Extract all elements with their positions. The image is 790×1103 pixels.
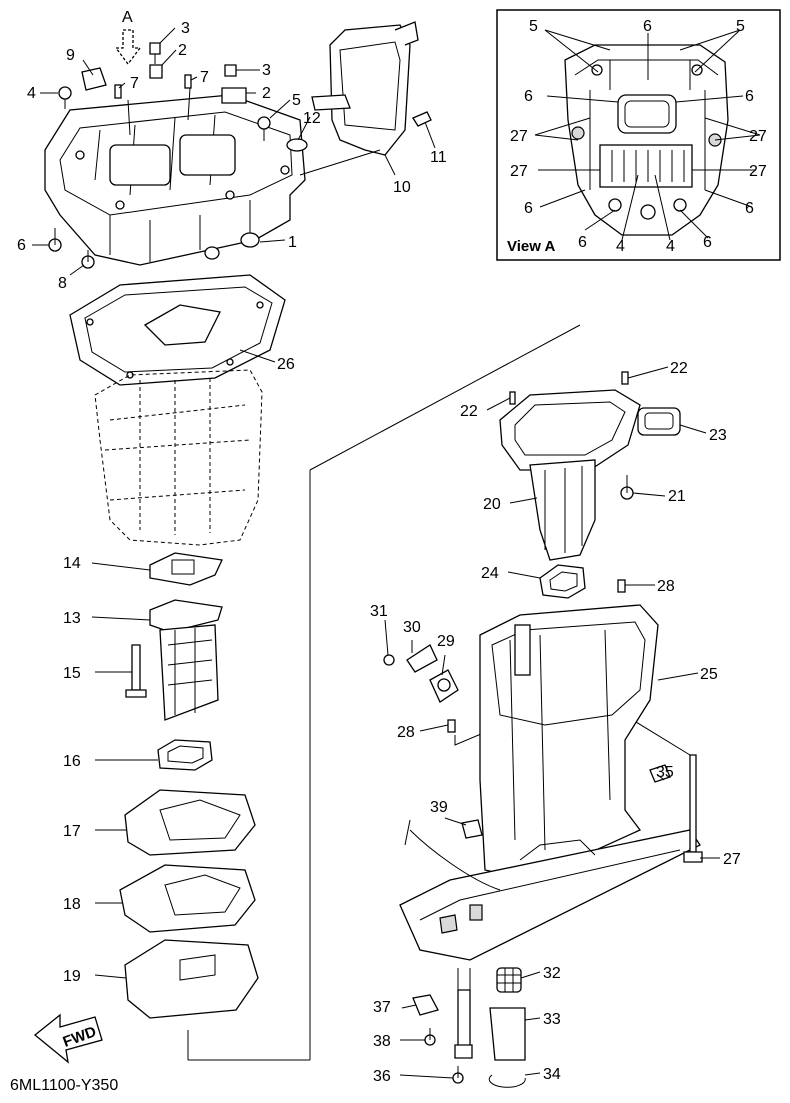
callout-view-27-lower-left: 27 [510, 163, 528, 180]
callout-labels: 1 2 2 3 3 4 5 6 7 7 8 9 10 11 12 13 14 1… [17, 20, 741, 1085]
callout-2-lower: 2 [262, 85, 271, 102]
callout-view-6-mid-right: 6 [745, 88, 754, 105]
callout-7-right: 7 [200, 69, 209, 86]
callout-39: 39 [430, 799, 448, 816]
callout-view-6-bottom-inner-right: 6 [703, 234, 712, 251]
fwd-arrow: FWD [33, 1013, 103, 1064]
callout-13: 13 [63, 610, 81, 627]
lower-casing-25 [399, 604, 701, 961]
diagram-code: 6ML1100-Y350 [10, 1077, 118, 1094]
callout-10: 10 [393, 179, 411, 196]
callout-26: 26 [277, 356, 295, 373]
callout-16: 16 [63, 753, 81, 770]
seal-24 [539, 564, 586, 599]
callout-11: 11 [430, 149, 447, 166]
gasket-18 [119, 864, 256, 933]
gasket-17 [124, 789, 256, 856]
callout-view-27-upper-right: 27 [749, 128, 767, 145]
right-small-parts [383, 579, 703, 891]
callout-view-6-bottom-inner-left: 6 [578, 234, 587, 251]
callout-2-upper: 2 [178, 42, 187, 59]
callout-17: 17 [63, 823, 81, 840]
callout-7-left: 7 [130, 75, 139, 92]
callout-38: 38 [373, 1033, 391, 1050]
callout-9: 9 [66, 47, 75, 64]
callout-view-5-right: 5 [736, 18, 745, 35]
callout-24: 24 [481, 565, 499, 582]
callout-view-4-left: 4 [616, 238, 625, 255]
callout-view-5-left: 5 [529, 18, 538, 35]
upper-casing-20 [499, 371, 681, 561]
callout-31: 31 [370, 603, 388, 620]
callout-3-lower: 3 [262, 62, 271, 79]
seal-16 [157, 739, 213, 771]
callout-25: 25 [700, 666, 718, 683]
callout-19: 19 [63, 968, 81, 985]
callout-27: 27 [723, 851, 741, 868]
callout-34: 34 [543, 1066, 561, 1083]
callout-28-upper: 28 [657, 578, 675, 595]
view-a-drawing [564, 44, 729, 236]
callout-view-27-upper-left: 27 [510, 128, 528, 145]
callout-14: 14 [63, 555, 81, 572]
view-a-title: View A [507, 238, 556, 255]
callout-view-27-lower-right: 27 [749, 163, 767, 180]
exhaust-guide-assembly [44, 94, 306, 266]
callout-4: 4 [27, 85, 36, 102]
callout-leaders [32, 27, 720, 1079]
callout-1: 1 [288, 234, 297, 251]
callout-37: 37 [373, 999, 391, 1016]
direction-arrow-a: A [114, 9, 142, 66]
callout-33: 33 [543, 1011, 561, 1028]
callout-5: 5 [292, 92, 301, 109]
callout-30: 30 [403, 619, 421, 636]
callout-18: 18 [63, 896, 81, 913]
callout-15: 15 [63, 665, 81, 682]
top-fasteners [48, 42, 271, 269]
callout-view-4-right: 4 [666, 238, 675, 255]
bottom-small-parts [412, 967, 526, 1088]
callout-view-6-bottom-left: 6 [524, 200, 533, 217]
callout-32: 32 [543, 965, 561, 982]
callout-29: 29 [437, 633, 455, 650]
oil-pan [94, 369, 263, 546]
view-a-leaders [534, 29, 761, 241]
callout-20: 20 [483, 496, 501, 513]
callout-22-right: 22 [670, 360, 688, 377]
view-a-inset: View A 5 5 6 6 6 27 27 27 27 6 6 6 6 4 4 [496, 9, 781, 261]
exhaust-pipe-13 [149, 599, 223, 721]
gasket-26 [69, 274, 286, 386]
callout-12: 12 [303, 110, 321, 127]
callout-view-6-bottom-right: 6 [745, 200, 754, 217]
gasket-14 [149, 552, 223, 586]
callout-view-6-mid-left: 6 [524, 88, 533, 105]
callout-35: 35 [656, 764, 674, 781]
callout-23: 23 [709, 427, 727, 444]
arrow-a-label: A [122, 9, 133, 26]
callout-28-lower: 28 [397, 724, 415, 741]
callout-3-upper: 3 [181, 20, 190, 37]
bolt-15 [125, 644, 147, 698]
view-a-callout-labels: 5 5 6 6 6 27 27 27 27 6 6 6 6 4 4 [510, 18, 767, 255]
callout-8: 8 [58, 275, 67, 292]
callout-36: 36 [373, 1068, 391, 1085]
gasket-19 [124, 939, 259, 1019]
callout-view-6-top: 6 [643, 18, 652, 35]
muffler-box [286, 21, 432, 176]
callout-6: 6 [17, 237, 26, 254]
callout-22-left: 22 [460, 403, 478, 420]
callout-21: 21 [668, 488, 686, 505]
